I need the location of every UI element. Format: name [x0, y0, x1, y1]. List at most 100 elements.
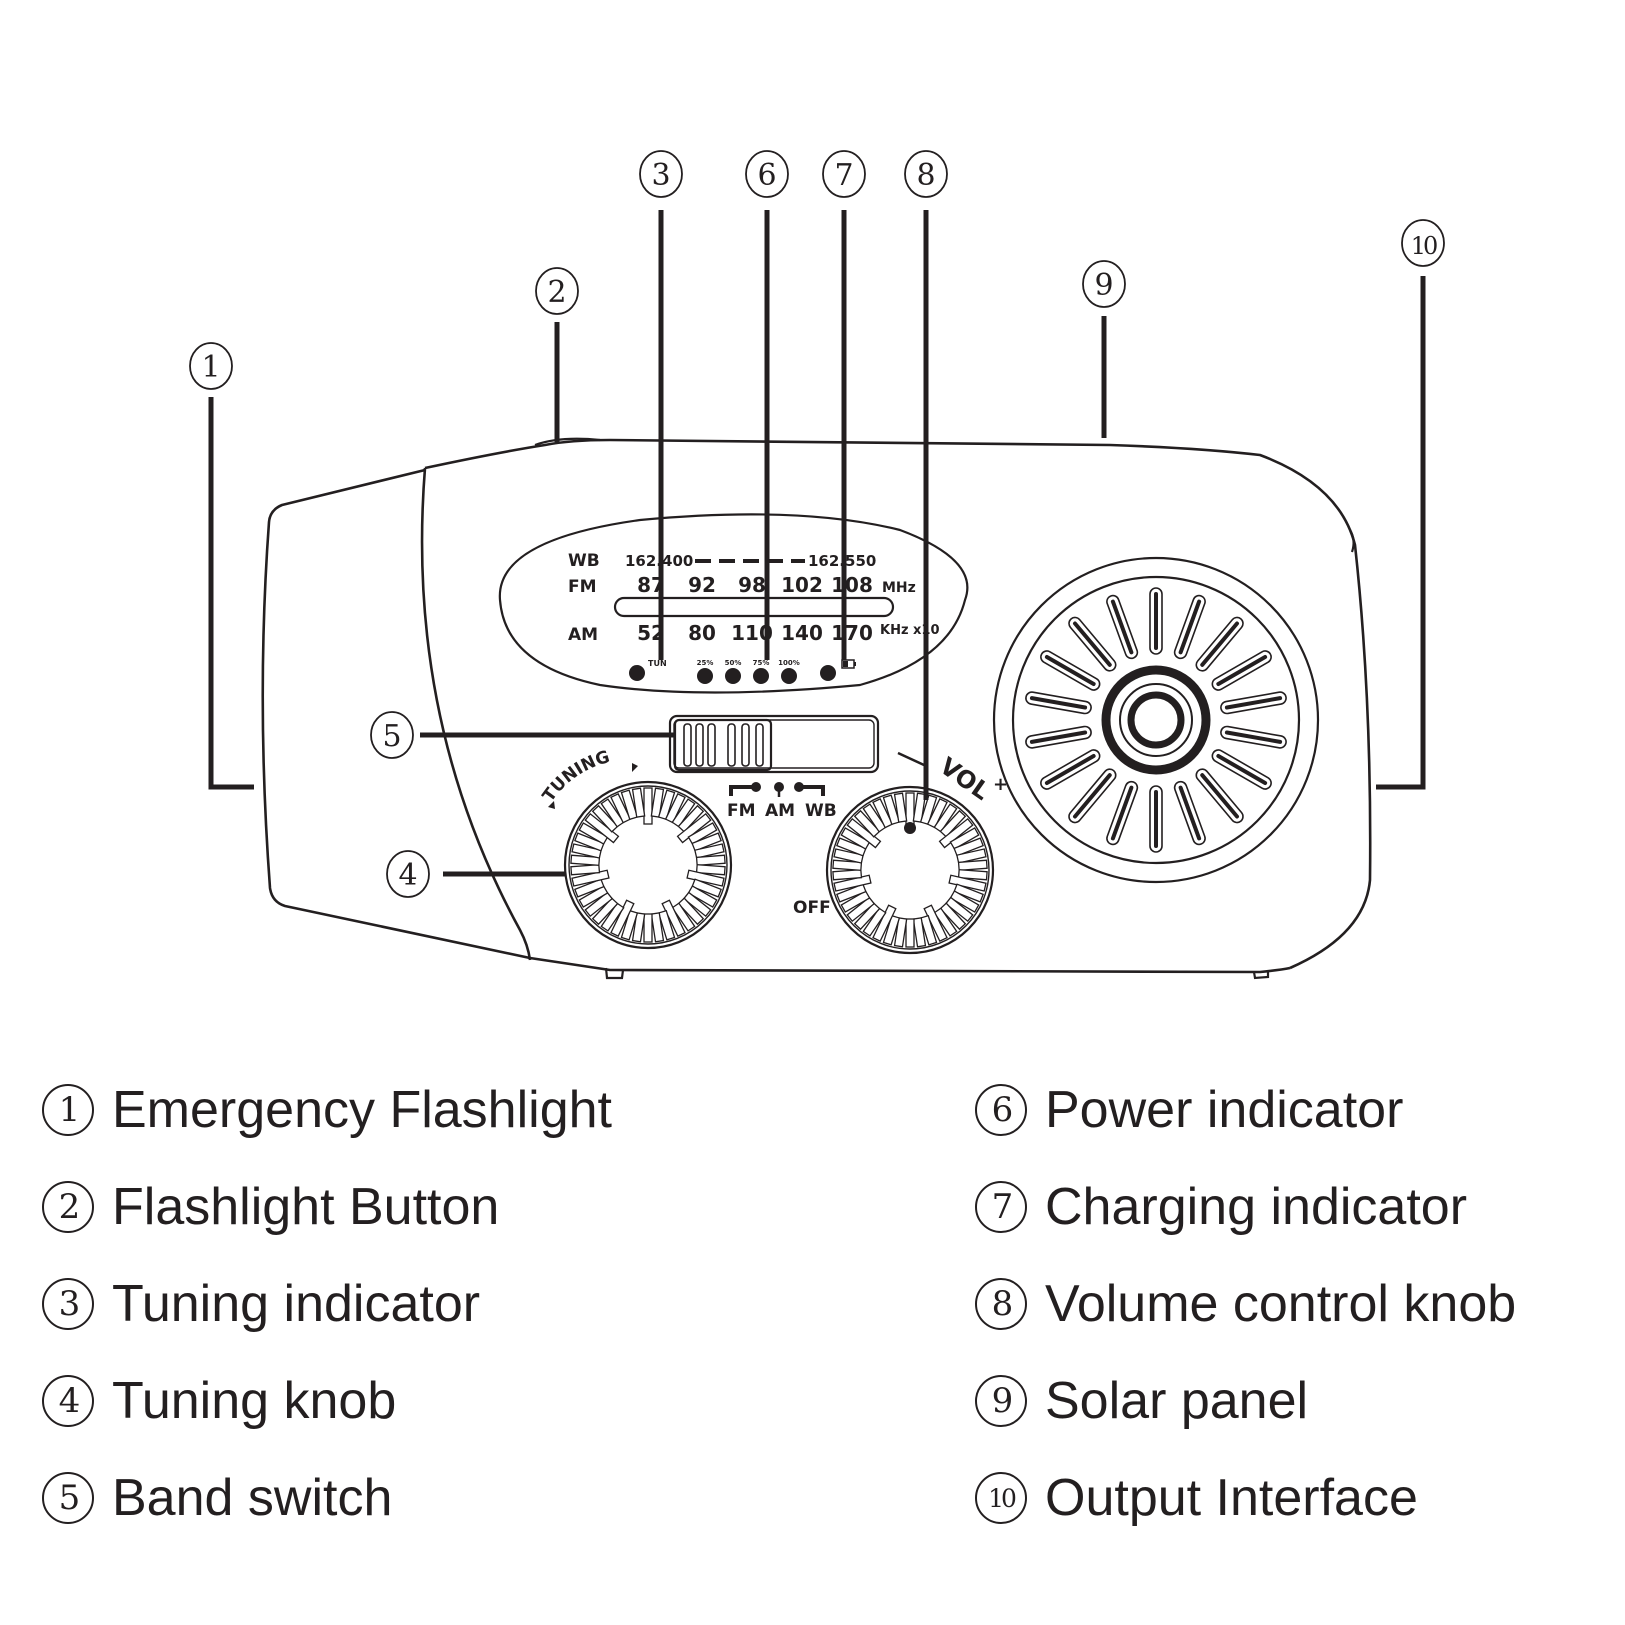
band-switch-fm-label: FM: [727, 801, 756, 821]
dial-fm-value: 102: [781, 573, 823, 597]
legend-label: Volume control knob: [1045, 1275, 1517, 1333]
dial-am-unit: KHz x10: [880, 623, 940, 638]
knob-rim: [563, 780, 733, 950]
volume-knob-grip[interactable]: [825, 785, 995, 955]
tuning-indicator-label: TUN: [648, 659, 667, 668]
power-level-led: [697, 668, 713, 684]
flashlight-button[interactable]: [534, 437, 601, 447]
legend-label: Tuning indicator: [112, 1275, 481, 1333]
band-switch-am-marker-icon: [774, 782, 784, 797]
body-top-edge: [424, 438, 1372, 970]
power-level-led: [725, 668, 741, 684]
legend-number: 10: [975, 1472, 1027, 1524]
legend-item: 5 Band switch: [42, 1466, 612, 1563]
tuning-right-arrow-icon: [632, 763, 638, 772]
dial-fm-value: 108: [831, 573, 873, 597]
legend-number: 5: [42, 1472, 94, 1524]
callout-number: 8: [916, 158, 935, 193]
power-level-label: 50%: [725, 659, 742, 667]
dial-am-value: 140: [781, 621, 823, 645]
volume-plus-label: +: [993, 774, 1008, 795]
legend-label: Output Interface: [1045, 1469, 1418, 1527]
legend-number: 8: [975, 1278, 1027, 1330]
callout-number: 2: [547, 275, 566, 310]
legend-label: Charging indicator: [1045, 1178, 1468, 1236]
power-level-label: 75%: [753, 659, 770, 667]
radio-body: [261, 437, 1372, 980]
volume-minus-mark: [897, 751, 925, 767]
dial-fm-label: FM: [568, 577, 597, 597]
dial-am-label: AM: [568, 625, 598, 645]
legend-item: 10 Output Interface: [975, 1466, 1516, 1563]
tuning-indicator-led: [629, 665, 645, 681]
callout-number: 9: [1094, 268, 1113, 303]
volume-knob[interactable]: VOL + OFF: [793, 751, 1008, 955]
legend-item: 7 Charging indicator: [975, 1175, 1516, 1272]
band-switch[interactable]: FM AM WB: [668, 714, 880, 821]
legend-label: Solar panel: [1045, 1372, 1309, 1430]
legend-label: Band switch: [112, 1469, 393, 1527]
band-switch-wb-label: WB: [805, 801, 837, 821]
band-switch-slider[interactable]: [673, 718, 773, 772]
callout-9: 9: [1082, 260, 1126, 308]
callout-3: 3: [639, 150, 683, 198]
power-level-led: [781, 668, 797, 684]
legend-number: 2: [42, 1181, 94, 1233]
dial-am-value: 80: [688, 621, 716, 645]
band-switch-fm-marker-icon: [729, 782, 761, 796]
speaker-grille-icon: [992, 556, 1320, 884]
tuning-left-arrow-icon: [548, 801, 555, 809]
band-switch-wb-marker-icon: [794, 782, 825, 796]
legend-label: Flashlight Button: [112, 1178, 500, 1236]
callout-number: 6: [757, 158, 776, 193]
callout-8: 8: [904, 150, 948, 198]
volume-off-label: OFF: [793, 898, 831, 918]
dial-am-value: 170: [831, 621, 873, 645]
legend-item: 1 Emergency Flashlight: [42, 1078, 612, 1175]
callout-number: 1: [201, 350, 220, 385]
flashlight-cap-seam: [420, 467, 532, 961]
output-port-bump[interactable]: [1349, 529, 1355, 553]
dial-pointer-slot: [613, 596, 895, 618]
flashlight-cap-outline: [261, 468, 531, 960]
dial-window-outline: [498, 513, 969, 694]
power-level-led: [753, 668, 769, 684]
callout-number: 7: [834, 158, 853, 193]
dial-wb-label: WB: [568, 551, 600, 571]
dial-fm-value: 98: [738, 573, 766, 597]
dial-fm-unit: MHz: [882, 580, 916, 596]
callout-5: 5: [370, 711, 414, 759]
legend-label: Emergency Flashlight: [112, 1081, 612, 1139]
callout-6: 6: [745, 150, 789, 198]
legend-item: 8 Volume control knob: [975, 1272, 1516, 1369]
volume-knob-indicator-dot: [904, 822, 916, 834]
band-switch-track: [668, 714, 880, 774]
dial-fm-value: 92: [688, 573, 716, 597]
tuning-knob[interactable]: TUNING: [539, 747, 733, 950]
tuning-knob-grip[interactable]: [563, 780, 733, 950]
legend-label: Tuning knob: [112, 1372, 397, 1430]
power-level-label: 25%: [697, 659, 714, 667]
callout-number: 3: [651, 158, 670, 193]
legend-number: 7: [975, 1181, 1027, 1233]
callout-number: 5: [382, 719, 401, 754]
body-bottom-edge: [529, 956, 1291, 974]
callout-1: 1: [189, 342, 233, 390]
callout-number: 4: [398, 858, 417, 893]
leader-1: [208, 397, 254, 790]
legend-number: 1: [42, 1084, 94, 1136]
legend-label: Power indicator: [1045, 1081, 1404, 1139]
power-level-label: 100%: [778, 659, 800, 667]
band-switch-inner-track: [673, 719, 875, 769]
legend-item: 2 Flashlight Button: [42, 1175, 612, 1272]
